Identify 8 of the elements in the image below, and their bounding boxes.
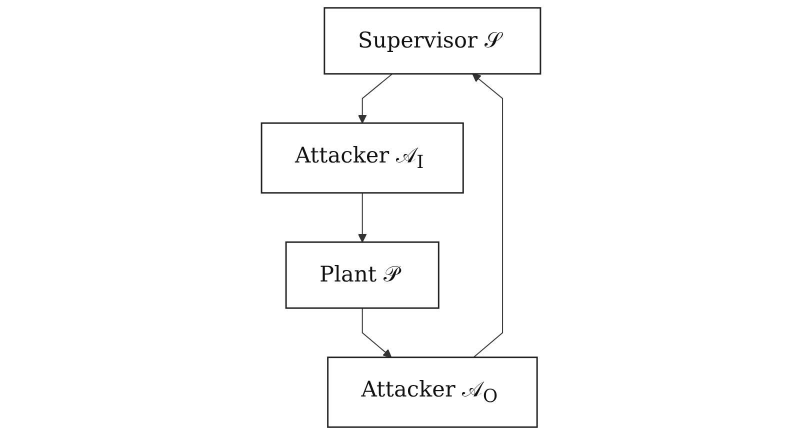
- arrow: [472, 73, 504, 358]
- node-box: Attacker 𝒜$_{O}$: [327, 356, 538, 428]
- node-box: Plant 𝒫: [285, 241, 440, 309]
- arrow: [358, 192, 367, 242]
- node-box: Supervisor 𝒮: [324, 7, 542, 75]
- arrow: [358, 73, 393, 124]
- node-box: Attacker 𝒜$_{I}$: [260, 122, 464, 194]
- arrow: [362, 308, 392, 358]
